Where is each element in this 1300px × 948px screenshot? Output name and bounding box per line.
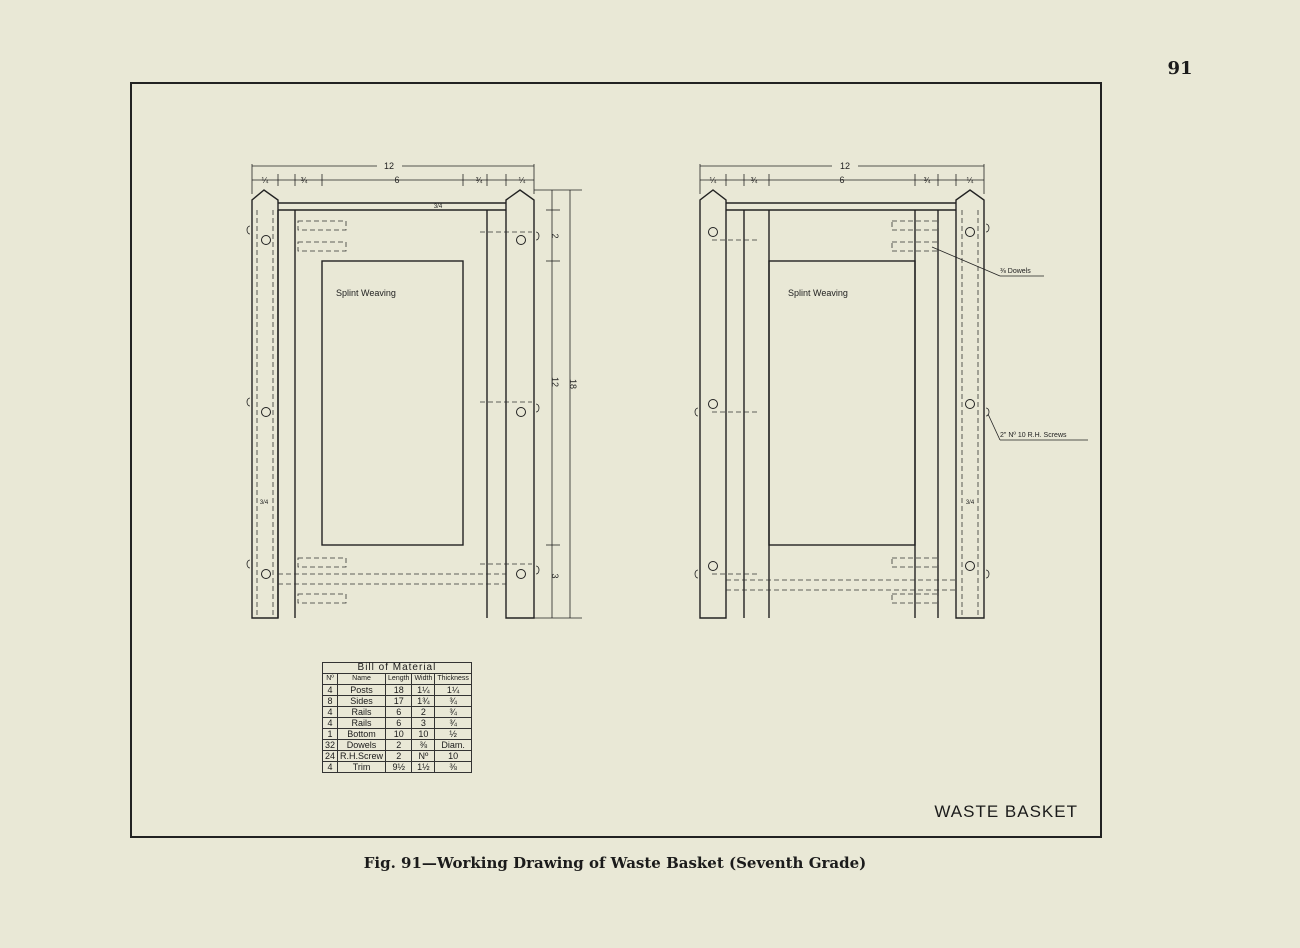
table-cell: Nº xyxy=(411,750,436,762)
table-cell: ½ xyxy=(434,728,472,740)
table-cell: 10 xyxy=(385,728,413,740)
right-dim-overall: 12 xyxy=(840,161,850,171)
table-cell: 2 xyxy=(411,706,436,718)
left-post xyxy=(251,189,279,619)
left-dim-quarter-left: ¼ xyxy=(262,176,269,185)
table-cell: 4 xyxy=(321,684,339,696)
right-dim-center: 6 xyxy=(839,175,844,185)
right-dim-side-small: 3/4 xyxy=(966,500,975,506)
bill-of-material-header-row: Nº Name Length Width Thickness xyxy=(321,673,472,685)
right-dim-quarter-left: ¼ xyxy=(710,176,717,185)
table-cell: 2 xyxy=(385,739,413,751)
right-view-left-post xyxy=(699,189,727,619)
right-post xyxy=(505,189,535,619)
table-cell: Trim xyxy=(337,761,387,773)
right-dim-quarter-right: ¼ xyxy=(967,176,974,185)
table-cell: 1½ xyxy=(411,761,436,773)
table-cell: 2 xyxy=(385,750,413,762)
left-dim-three-quarter-left: ¾ xyxy=(301,176,308,185)
left-panel xyxy=(321,260,464,546)
column-header: Width xyxy=(411,673,436,685)
table-cell: 3 xyxy=(411,717,436,729)
table-cell: ¾ xyxy=(434,706,472,718)
table-cell: 18 xyxy=(385,684,413,696)
left-dim-height-overall: 18 xyxy=(568,379,578,389)
table-cell: Diam. xyxy=(434,739,472,751)
table-cell: 6 xyxy=(385,706,413,718)
left-dim-height-top: 2 xyxy=(550,233,560,238)
figure-caption: Fig. 91—Working Drawing of Waste Basket … xyxy=(363,854,867,872)
column-header: Length xyxy=(385,673,413,685)
table-cell: Rails xyxy=(337,706,387,718)
table-cell: ⅜ xyxy=(411,739,436,751)
page-number: 91 xyxy=(1167,58,1193,79)
table-cell: 4 xyxy=(321,706,339,718)
table-cell: 10 xyxy=(411,728,436,740)
table-cell: 6 xyxy=(385,717,413,729)
right-elevation-view: 12 ¼ ¾ 6 ¾ ¼ 3/4 ⅜ Dowels 2" Nº 10 R.H. … xyxy=(694,161,1088,619)
table-cell: Sides xyxy=(337,695,387,707)
table-cell: ¾ xyxy=(434,695,472,707)
table-cell: Rails xyxy=(337,717,387,729)
working-drawing: .s { stroke: #222; stroke-width: 1.4; fi… xyxy=(246,161,1088,619)
table-cell: 4 xyxy=(321,717,339,729)
right-panel xyxy=(768,260,916,546)
table-cell: ⅜ xyxy=(434,761,472,773)
table-cell: ¾ xyxy=(434,717,472,729)
left-dim-top-small: 3/4 xyxy=(434,204,443,210)
callout-screws: 2" Nº 10 R.H. Screws xyxy=(1000,432,1067,439)
callout-dowels: ⅜ Dowels xyxy=(1000,268,1031,275)
right-dim-three-quarter-right: ¾ xyxy=(924,176,931,185)
table-cell: 1 xyxy=(321,728,339,740)
left-dim-overall: 12 xyxy=(384,161,394,171)
column-header: Nº xyxy=(321,673,339,685)
left-dim-height-bottom: 3 xyxy=(550,573,560,578)
drawing-plate: .s { stroke: #222; stroke-width: 1.4; fi… xyxy=(130,82,1102,838)
table-cell: 9½ xyxy=(385,761,413,773)
right-dim-three-quarter-left: ¾ xyxy=(751,176,758,185)
left-panel-label: Splint Weaving xyxy=(336,288,396,298)
table-cell: Bottom xyxy=(337,728,387,740)
table-cell: 17 xyxy=(385,695,413,707)
left-dim-quarter-right: ¼ xyxy=(519,176,526,185)
table-cell: 1¾ xyxy=(411,695,436,707)
column-header: Name xyxy=(337,673,387,685)
left-dim-side-small: 3/4 xyxy=(260,500,269,506)
drawing-title-block: WASTE BASKET xyxy=(934,802,1078,821)
left-elevation-view: 12 ¼ ¾ 6 ¾ ¼ 3/4 18 12 2 3 3 xyxy=(246,161,582,619)
table-cell: R.H.Screw xyxy=(337,750,387,762)
right-panel-label: Splint Weaving xyxy=(788,288,848,298)
bill-of-material-title: Bill of Material xyxy=(322,662,472,674)
column-header: Thickness xyxy=(434,673,472,685)
table-cell: 10 xyxy=(434,750,472,762)
right-view-right-post xyxy=(955,189,985,619)
table-cell: 1¼ xyxy=(411,684,436,696)
table-cell: 8 xyxy=(321,695,339,707)
left-dim-center: 6 xyxy=(394,175,399,185)
table-cell: 32 xyxy=(321,739,339,751)
table-cell: 1¼ xyxy=(434,684,472,696)
bill-of-material-table: Bill of Material Nº Name Length Width Th… xyxy=(321,662,472,773)
table-cell: 24 xyxy=(321,750,339,762)
table-cell: 4 xyxy=(321,761,339,773)
left-dim-height-panel: 12 xyxy=(550,377,560,387)
table-cell: Dowels xyxy=(337,739,387,751)
left-dim-three-quarter-right: ¾ xyxy=(476,176,483,185)
table-cell: Posts xyxy=(337,684,387,696)
